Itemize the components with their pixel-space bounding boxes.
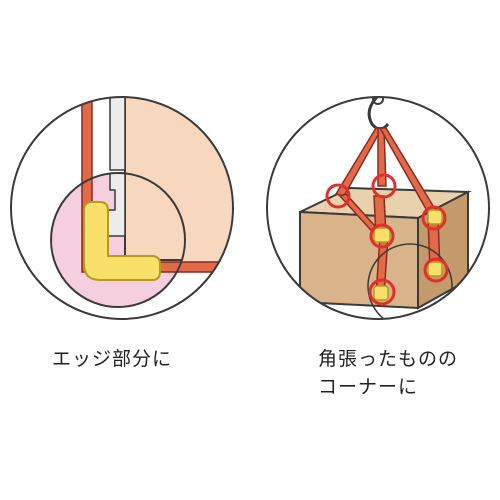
right-zoom-outline xyxy=(367,243,453,319)
left-circle-outline xyxy=(10,96,234,320)
box-front xyxy=(299,210,419,310)
right-circle-outline xyxy=(266,96,490,320)
right-scene xyxy=(266,96,490,320)
sling-vertical xyxy=(81,97,93,191)
caption-corner-line1: 角張ったものの xyxy=(318,348,459,370)
caption-edge: エッジ部分に xyxy=(52,345,172,373)
caption-corner: 角張ったものの コーナーに xyxy=(318,345,458,401)
caption-edge-text: エッジ部分に xyxy=(52,348,173,370)
highlight-rings xyxy=(325,173,449,306)
left-zoom xyxy=(50,172,186,308)
corner-pads xyxy=(373,209,443,301)
sling-l-shape xyxy=(81,173,185,273)
gray-rail xyxy=(109,97,126,171)
left-scene xyxy=(10,96,234,320)
caption-corner-line2: コーナーに xyxy=(318,376,419,398)
edge-protector xyxy=(83,201,161,281)
